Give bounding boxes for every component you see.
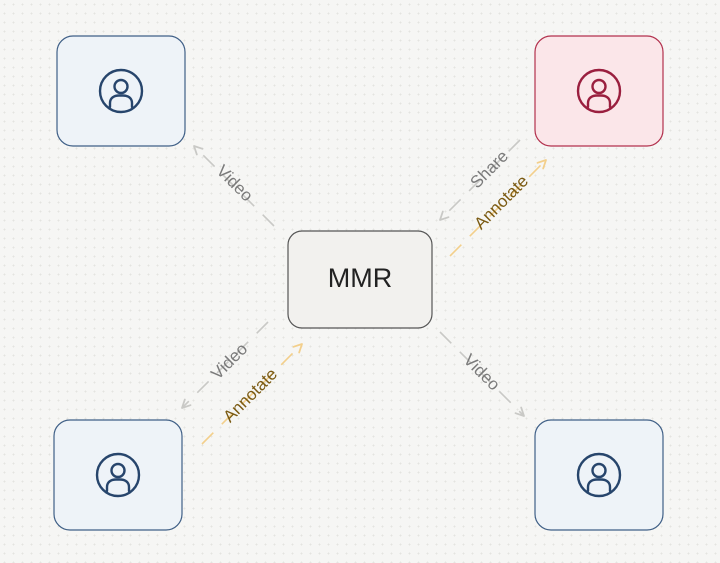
participant-node-top-left[interactable] [56, 35, 186, 147]
edge-label-top-left-video: Video [213, 161, 257, 205]
user-icon [98, 68, 144, 114]
participant-node-top-right[interactable] [534, 35, 664, 147]
edge-bottom-right-video: Video [439, 331, 525, 417]
center-node-label: MMR [328, 263, 392, 293]
edge-label-bottom-right-video: Video [460, 350, 504, 394]
participant-node-bottom-left[interactable] [53, 419, 183, 531]
center-node-mmr[interactable]: MMR [287, 230, 433, 329]
edge-top-right-share-arrow [439, 139, 521, 221]
participant-box [53, 419, 183, 531]
edge-top-left-video-arrow [193, 145, 275, 227]
user-icon [576, 452, 622, 498]
participant-node-bottom-right[interactable] [534, 419, 664, 531]
participant-box [56, 35, 186, 147]
edge-top-right-annotate-arrow [449, 159, 547, 257]
participant-box [534, 419, 664, 531]
edge-top-left-video: Video [193, 145, 275, 227]
user-icon [95, 452, 141, 498]
participant-box-presenter [534, 35, 664, 147]
edge-bottom-right-video-arrow [439, 331, 525, 417]
edge-bottom-left-annotate-arrow [201, 343, 303, 445]
center-node-box [287, 230, 433, 329]
edge-bottom-left-video-arrow [181, 321, 269, 409]
edge-top-right-annotate: Annotate [449, 159, 547, 257]
user-icon [576, 68, 622, 114]
